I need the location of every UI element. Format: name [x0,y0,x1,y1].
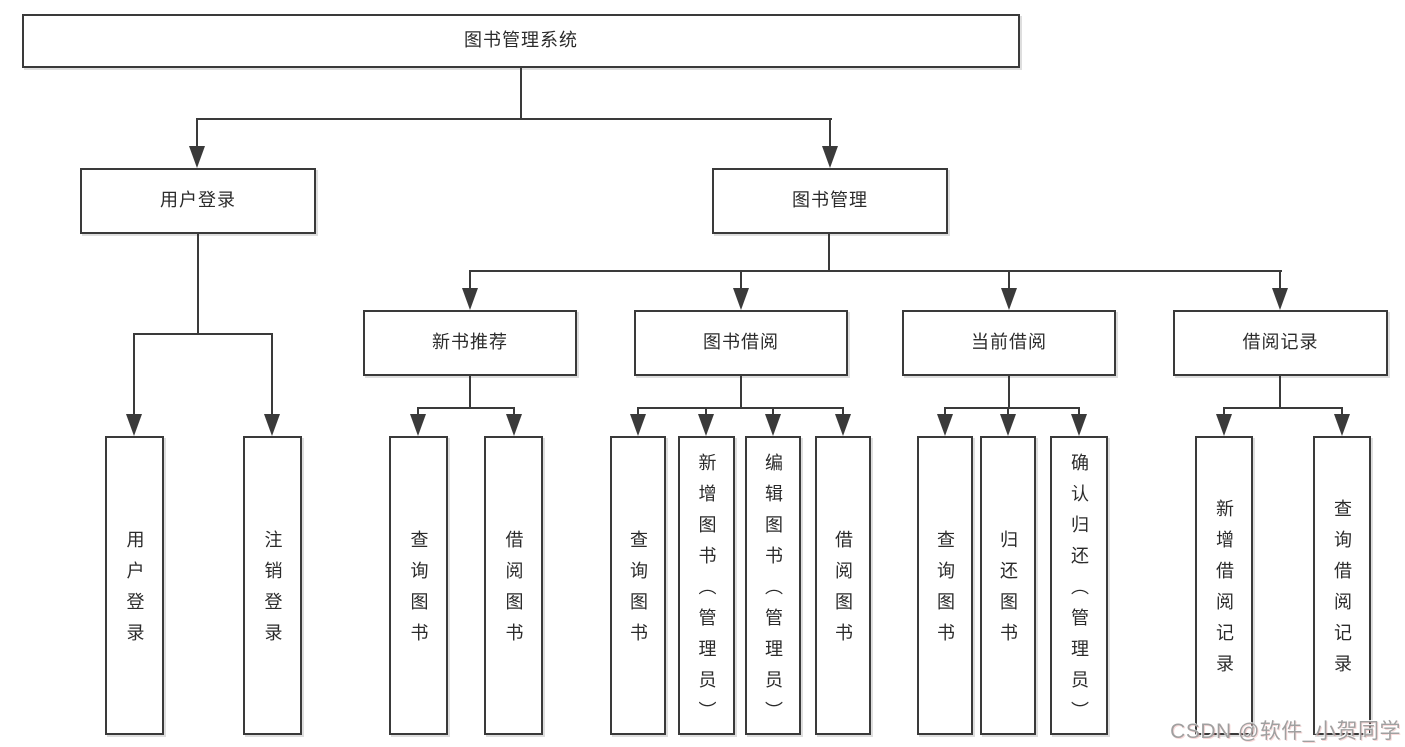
node-label: 新书推荐 [432,332,508,353]
connector-line [740,376,742,409]
arrow-down-icon [189,146,205,168]
leaf-label: 查询图书 [935,530,955,654]
leaf-bb-edit-books-admin: 编辑图书（管理员） [745,436,801,735]
arrow-down-icon [1000,414,1016,436]
node-label: 图书管理系统 [464,30,578,51]
connector-line [520,68,522,120]
connector-line [1279,270,1281,290]
leaf-br-add-record: 新增借阅记录 [1195,436,1253,735]
arrow-down-icon [506,414,522,436]
arrow-down-icon [1334,414,1350,436]
connector-line [944,407,946,416]
leaf-user-login: 用户登录 [105,436,164,735]
arrow-down-icon [1272,288,1288,310]
connector-line [133,333,273,335]
connector-line [705,407,707,416]
leaf-label: 确认归还（管理员） [1069,452,1089,732]
leaf-bb-borrow-books: 借阅图书 [815,436,871,735]
arrow-down-icon [698,414,714,436]
connector-line [1341,407,1343,416]
connector-line [1008,270,1010,290]
leaf-nb-borrow-books: 借阅图书 [484,436,543,735]
connector-line [469,270,471,290]
connector-line [417,407,419,416]
leaf-label: 查询图书 [408,530,429,654]
leaf-cb-return-books: 归还图书 [980,436,1036,735]
arrow-down-icon [733,288,749,310]
arrow-down-icon [630,414,646,436]
connector-line [469,376,471,409]
arrow-down-icon [937,414,953,436]
arrow-down-icon [1216,414,1232,436]
connector-line [197,234,199,335]
leaf-bb-query-books: 查询图书 [610,436,666,735]
leaf-cb-query-books: 查询图书 [917,436,973,735]
node-label: 图书管理 [792,190,868,211]
connector-line [196,118,832,120]
connector-line [1279,376,1281,409]
connector-line [1007,407,1009,416]
connector-line [133,333,135,416]
leaf-label: 用户登录 [124,530,145,654]
connector-line [196,118,198,148]
connector-line [1008,376,1010,409]
arrow-down-icon [765,414,781,436]
connector-line [417,407,515,409]
leaf-label: 借阅图书 [503,530,524,654]
node-label: 借阅记录 [1242,332,1319,353]
connector-line [1078,407,1080,416]
arrow-down-icon [410,414,426,436]
node-user-login: 用户登录 [80,168,316,234]
node-book-borrow: 图书借阅 [634,310,848,376]
connector-line [271,333,273,416]
arrow-down-icon [1001,288,1017,310]
leaf-label: 新增借阅记录 [1214,499,1234,685]
connector-line [513,407,515,416]
connector-line [829,118,831,148]
leaf-label: 注销登录 [262,530,283,654]
arrow-down-icon [462,288,478,310]
node-current-borrow: 当前借阅 [902,310,1116,376]
node-new-book-recommend: 新书推荐 [363,310,577,376]
leaf-cb-confirm-return-admin: 确认归还（管理员） [1050,436,1108,735]
connector-line [1223,407,1225,416]
leaf-label: 编辑图书（管理员） [763,452,783,732]
connector-line [469,270,1282,272]
arrow-down-icon [264,414,280,436]
leaf-label: 新增图书（管理员） [696,452,717,732]
connector-line [842,407,844,416]
node-book-management: 图书管理 [712,168,948,234]
node-label: 当前借阅 [971,332,1047,353]
arrow-down-icon [1071,414,1087,436]
node-label: 图书借阅 [703,332,779,353]
connector-line [828,234,830,272]
leaf-nb-query-books: 查询图书 [389,436,448,735]
connector-line [637,407,639,416]
leaf-br-query-record: 查询借阅记录 [1313,436,1371,735]
leaf-bb-add-books-admin: 新增图书（管理员） [678,436,735,735]
watermark: CSDN @软件_小贺同学 [1170,720,1401,743]
node-borrow-records: 借阅记录 [1173,310,1388,376]
arrow-down-icon [126,414,142,436]
arrow-down-icon [822,146,838,168]
leaf-label: 查询图书 [628,530,648,654]
leaf-label: 归还图书 [998,530,1018,654]
leaf-label: 借阅图书 [833,530,853,654]
leaf-label: 查询借阅记录 [1332,499,1352,685]
connector-line [637,407,844,409]
node-label: 用户登录 [160,190,236,211]
connector-line [740,270,742,290]
connector-line [1223,407,1343,409]
leaf-logout: 注销登录 [243,436,302,735]
connector-line [944,407,1080,409]
arrow-down-icon [835,414,851,436]
connector-line [772,407,774,416]
node-library-management-system: 图书管理系统 [22,14,1020,68]
